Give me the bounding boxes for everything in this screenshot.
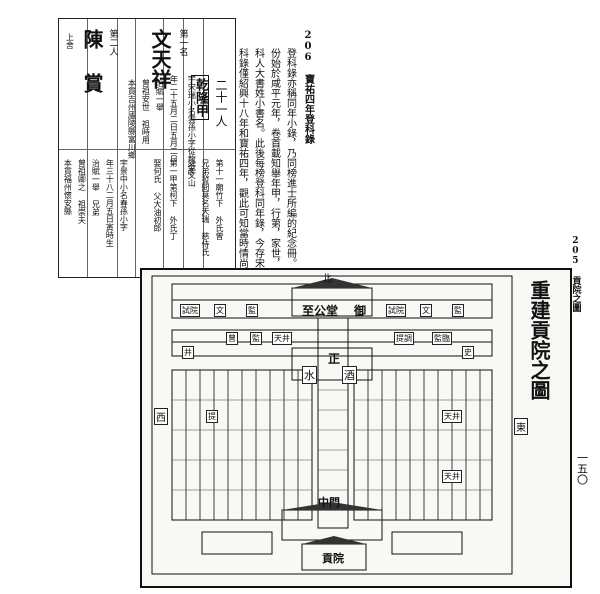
- register-col-m: 父彥: [187, 159, 196, 175]
- office-tag: 試院: [386, 304, 406, 317]
- rank1-label: 第一名: [177, 29, 188, 56]
- lane-sub-label: 酒: [342, 366, 357, 384]
- register-col-d: 曾祖安世 祖時用: [141, 79, 151, 144]
- lane-center-label: 正: [328, 352, 341, 366]
- office-tag: 文: [420, 304, 432, 317]
- map-caption: 205 貢院之圖: [570, 236, 581, 312]
- west-label: 西: [154, 408, 168, 425]
- office-tag: 史: [462, 346, 474, 359]
- note-line-4: 科錄僅紹興十八年和寶祐四年，觀此可知當時情尚。: [236, 48, 248, 278]
- register-col-a: 宇宋瑞小名雲孫小字從龍號文山: [187, 75, 197, 187]
- office-tag: 監臨: [432, 332, 452, 345]
- note-line-2: 份始於咸平元年，卷首載知舉年甲，行第，家世，私忌，登: [268, 48, 280, 308]
- office-tag: 試院: [180, 304, 200, 317]
- north-label: 北: [322, 274, 332, 285]
- register-col-l: 兄弟發問莫名天瑞 慈侍氏: [201, 159, 210, 256]
- page-number: 一五〇: [575, 452, 589, 485]
- register-col-c: 治賦一舉: [155, 79, 165, 111]
- office-tag: 監: [246, 304, 258, 317]
- office-tag: 文: [214, 304, 226, 317]
- office-tag: 曾: [226, 332, 238, 345]
- center-water-label: 水: [302, 366, 317, 384]
- register-col-g: 年三十八二月五日寅時生: [105, 159, 115, 247]
- note-line-3: 科人大書姓小書名。此後每榜登科同年錄，今存宋代登: [252, 48, 264, 288]
- east-label: 東: [514, 418, 528, 435]
- register-col-h: 治賦一舉 兄弟: [91, 159, 101, 216]
- register-block-count: 二十一人: [214, 79, 228, 127]
- middle-gate-label: 中門: [318, 496, 340, 509]
- register-col-o: 娶何氏 父大油初郎: [153, 159, 162, 232]
- office-tag: 監: [452, 304, 464, 317]
- register-divider: [59, 149, 235, 150]
- register-col-n: 第一甲第柯下 外氏丁: [169, 159, 178, 240]
- map-drawing: [151, 275, 513, 575]
- office-tag: 井: [182, 346, 194, 359]
- rank2-label: 第二人: [107, 29, 118, 56]
- rank1-name: 文天祥: [148, 29, 172, 89]
- register-col-k: 第十一廟竹下 外氏曾: [215, 159, 224, 240]
- register-rule: [117, 19, 118, 277]
- register-page: 乾隆甲 二十一人 第一名 文天祥 宇宋瑞小名雲孫小字從龍號文山 年二十五月二日五…: [58, 18, 236, 278]
- courtyard-tag: 天井: [272, 332, 292, 345]
- courtyard-tag: 天井: [442, 410, 462, 423]
- rank2-sub: 上舍: [65, 33, 75, 49]
- main-gate-label: 貢院: [322, 552, 344, 565]
- register-col-b: 年二十五月二日五月二日: [169, 75, 179, 163]
- note-line-1: 登科錄亦稱同年小錄，乃同榜進士所編的紀念冊。此: [284, 48, 296, 278]
- note-heading: 206 寶祐四年登科錄: [302, 30, 314, 144]
- register-col-i: 曾祖卿之 祖崇夫: [77, 159, 87, 224]
- map-title: 重建貢院之圖: [527, 280, 551, 400]
- register-rule: [163, 19, 164, 277]
- register-block-title: 乾隆甲: [191, 75, 209, 120]
- main-hall-label: 至公堂: [302, 304, 339, 318]
- examination-compound-map: 重建貢院之圖 北 東 西 至公堂 御 正 水 酒 中門 貢院 試院 文 監 試院…: [140, 268, 572, 588]
- register-col-f: 宇景中小名春孫小字: [119, 159, 129, 231]
- register-rule: [183, 19, 184, 277]
- rank2-name: 陳 賞: [80, 29, 104, 93]
- register-rule: [203, 19, 204, 277]
- imperial-hall-label: 御: [354, 304, 367, 318]
- office-tag: 提調: [394, 332, 414, 345]
- office-tag: 監: [250, 332, 262, 345]
- courtyard-tag: 提: [206, 410, 218, 423]
- register-col-j: 本貫福州懷安縣: [63, 159, 73, 215]
- register-rule: [87, 19, 88, 277]
- register-rule: [135, 19, 136, 277]
- register-col-e: 本貫吉州廬陵縣富川鄉: [127, 79, 137, 159]
- courtyard-tag: 天井: [442, 470, 462, 483]
